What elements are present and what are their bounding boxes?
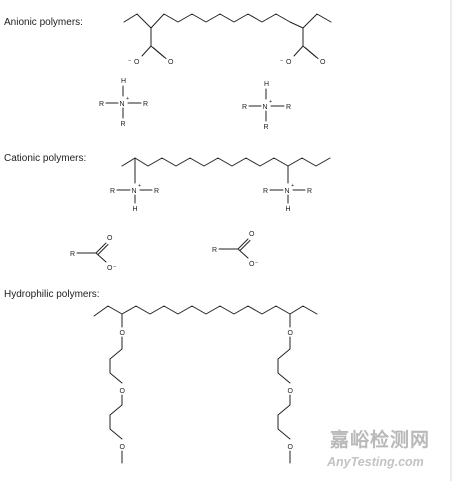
peg-side-chain-left: O O O <box>109 313 126 464</box>
section-title-hydrophilic: Hydrophilic polymers: <box>4 289 100 300</box>
charge-plus: + <box>291 183 294 189</box>
cationic-ammonium-left: R N + R H <box>110 157 159 213</box>
cationic-backbone <box>121 157 331 167</box>
carboxylate-counterion-left: R O O − <box>70 235 116 272</box>
anionic-backbone <box>123 13 332 29</box>
charge-plus: + <box>138 183 141 189</box>
atom-o: O <box>288 444 294 451</box>
atom-o: O <box>320 59 326 66</box>
cationic-section: Cationic polymers: R N + R H R N + R H <box>4 153 331 272</box>
charge-plus: + <box>126 96 129 102</box>
atom-o: O <box>120 444 126 451</box>
atom-r: R <box>286 104 291 111</box>
hydrophilic-section: Hydrophilic polymers: O O O O O O <box>4 289 318 464</box>
atom-n: N <box>263 104 268 111</box>
charge-minus: − <box>128 58 131 64</box>
atom-n: N <box>120 101 125 108</box>
ammonium-counterion-right: H R N + R R <box>242 81 291 131</box>
atom-o: O <box>120 388 126 395</box>
watermark: 嘉峪检测网 AnyTesting.com <box>326 428 430 469</box>
atom-o: O <box>120 330 126 337</box>
anionic-carboxylate-right: O O − <box>280 27 326 66</box>
atom-o: O <box>249 231 255 238</box>
peg-side-chain-right: O O O <box>277 313 294 464</box>
charge-minus: − <box>255 260 258 266</box>
atom-h: H <box>121 78 126 85</box>
watermark-english: AnyTesting.com <box>326 455 424 469</box>
atom-r: R <box>110 188 115 195</box>
charge-plus: + <box>269 99 272 105</box>
section-title-cationic: Cationic polymers: <box>4 153 86 164</box>
atom-o: O <box>288 330 294 337</box>
atom-o: O <box>288 388 294 395</box>
atom-r: R <box>70 251 75 258</box>
watermark-chinese: 嘉峪检测网 <box>329 428 430 451</box>
atom-r: R <box>263 188 268 195</box>
atom-o: O <box>107 235 113 242</box>
atom-o: O <box>168 59 174 66</box>
atom-r: R <box>154 188 159 195</box>
carboxylate-counterion-right: R O O − <box>212 231 258 268</box>
atom-r: R <box>121 121 126 128</box>
atom-o: O <box>249 261 255 268</box>
atom-r: R <box>212 247 217 254</box>
atom-r: R <box>242 104 247 111</box>
anionic-section: Anionic polymers: O O − O O − H R <box>4 13 332 131</box>
atom-r: R <box>143 101 148 108</box>
atom-o: O <box>134 59 140 66</box>
atom-h: H <box>264 81 269 88</box>
atom-h: H <box>133 206 138 213</box>
section-title-anionic: Anionic polymers: <box>4 17 83 28</box>
atom-n: N <box>132 188 137 195</box>
anionic-carboxylate-left: O O − <box>128 27 174 66</box>
atom-o: O <box>286 59 292 66</box>
charge-minus: − <box>113 264 116 270</box>
hydrophilic-backbone <box>93 305 318 317</box>
cationic-ammonium-right: R N + R H <box>263 165 312 213</box>
ammonium-counterion-left: H R N + R R <box>99 78 148 128</box>
atom-r: R <box>264 124 269 131</box>
atom-n: N <box>285 188 290 195</box>
atom-r: R <box>99 101 104 108</box>
atom-o: O <box>107 265 113 272</box>
atom-r: R <box>307 188 312 195</box>
charge-minus: − <box>280 58 283 64</box>
atom-h: H <box>286 206 291 213</box>
